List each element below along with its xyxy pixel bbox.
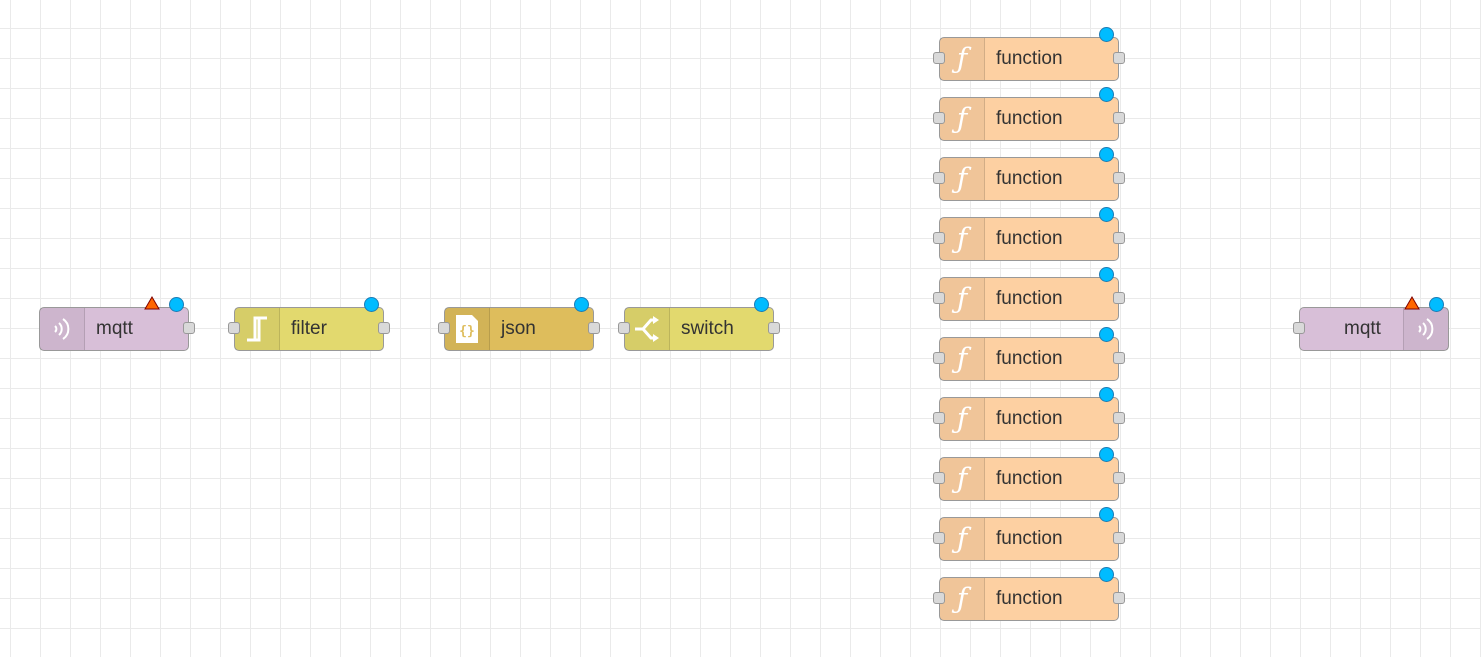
input-port[interactable] — [1293, 322, 1305, 334]
node-label: function — [996, 348, 1063, 369]
node-label: mqtt — [1344, 318, 1381, 339]
node-label: function — [996, 408, 1063, 429]
output-port[interactable] — [1113, 112, 1125, 124]
output-port[interactable] — [1113, 172, 1125, 184]
input-port[interactable] — [933, 532, 945, 544]
changed-indicator-icon — [1099, 327, 1114, 342]
function-node[interactable]: ƒ function — [933, 27, 1125, 81]
changed-indicator-icon — [169, 297, 184, 312]
filter-node[interactable]: filter — [228, 297, 390, 351]
node-label: mqtt — [96, 318, 133, 339]
function-node[interactable]: ƒ function — [933, 147, 1125, 201]
input-port[interactable] — [438, 322, 450, 334]
changed-indicator-icon — [1099, 87, 1114, 102]
output-port[interactable] — [768, 322, 780, 334]
function-node[interactable]: ƒ function — [933, 387, 1125, 441]
function-icon: ƒ — [940, 98, 985, 140]
output-port[interactable] — [1113, 472, 1125, 484]
function-icon: ƒ — [940, 458, 985, 500]
input-port[interactable] — [933, 352, 945, 364]
json-icon: {} — [445, 308, 490, 350]
output-port[interactable] — [1113, 232, 1125, 244]
function-icon: ƒ — [940, 578, 985, 620]
function-node[interactable]: ƒ function — [933, 447, 1125, 501]
output-port[interactable] — [1113, 292, 1125, 304]
input-port[interactable] — [933, 52, 945, 64]
switch-node[interactable]: switch — [618, 297, 780, 351]
function-node[interactable]: ƒ function — [933, 567, 1125, 621]
node-label: function — [996, 48, 1063, 69]
input-port[interactable] — [933, 112, 945, 124]
function-icon: ƒ — [940, 518, 985, 560]
function-node[interactable]: ƒ function — [933, 207, 1125, 261]
node-label: function — [996, 108, 1063, 129]
mqtt-out-node[interactable]: mqtt — [1293, 296, 1449, 351]
node-label: function — [996, 228, 1063, 249]
changed-indicator-icon — [1099, 147, 1114, 162]
input-port[interactable] — [933, 592, 945, 604]
switch-icon — [625, 308, 670, 350]
warning-icon — [1404, 296, 1420, 310]
output-port[interactable] — [1113, 532, 1125, 544]
node-label: switch — [681, 318, 734, 339]
function-icon: ƒ — [940, 398, 985, 440]
function-node[interactable]: ƒ function — [933, 87, 1125, 141]
changed-indicator-icon — [1099, 567, 1114, 582]
node-label: function — [996, 168, 1063, 189]
output-port[interactable] — [183, 322, 195, 334]
changed-indicator-icon — [364, 297, 379, 312]
node-label: function — [996, 468, 1063, 489]
node-label: filter — [291, 318, 327, 339]
filter-icon — [235, 308, 280, 350]
mqtt-in-node[interactable]: mqtt — [39, 296, 195, 351]
node-label: function — [996, 588, 1063, 609]
node-label: function — [996, 528, 1063, 549]
output-port[interactable] — [588, 322, 600, 334]
function-node[interactable]: ƒ function — [933, 267, 1125, 321]
changed-indicator-icon — [1099, 27, 1114, 42]
svg-text:{}: {} — [459, 324, 475, 339]
warning-icon — [144, 296, 160, 310]
node-label: json — [501, 318, 536, 339]
output-port[interactable] — [1113, 592, 1125, 604]
output-port[interactable] — [378, 322, 390, 334]
changed-indicator-icon — [1099, 507, 1114, 522]
output-port[interactable] — [1113, 352, 1125, 364]
function-icon: ƒ — [940, 218, 985, 260]
function-node[interactable]: ƒ function — [933, 327, 1125, 381]
changed-indicator-icon — [754, 297, 769, 312]
function-node[interactable]: ƒ function — [933, 507, 1125, 561]
changed-indicator-icon — [1099, 387, 1114, 402]
json-node[interactable]: {} json — [438, 297, 600, 351]
input-port[interactable] — [933, 472, 945, 484]
changed-indicator-icon — [1429, 297, 1444, 312]
bridge-icon — [40, 308, 85, 350]
output-port[interactable] — [1113, 412, 1125, 424]
input-port[interactable] — [933, 172, 945, 184]
changed-indicator-icon — [574, 297, 589, 312]
changed-indicator-icon — [1099, 447, 1114, 462]
changed-indicator-icon — [1099, 207, 1114, 222]
function-icon: ƒ — [940, 338, 985, 380]
input-port[interactable] — [618, 322, 630, 334]
input-port[interactable] — [933, 412, 945, 424]
function-icon: ƒ — [940, 158, 985, 200]
input-port[interactable] — [228, 322, 240, 334]
node-label: function — [996, 288, 1063, 309]
input-port[interactable] — [933, 232, 945, 244]
input-port[interactable] — [933, 292, 945, 304]
bridge-icon — [1403, 308, 1448, 350]
function-icon: ƒ — [940, 38, 985, 80]
changed-indicator-icon — [1099, 267, 1114, 282]
function-icon: ƒ — [940, 278, 985, 320]
output-port[interactable] — [1113, 52, 1125, 64]
